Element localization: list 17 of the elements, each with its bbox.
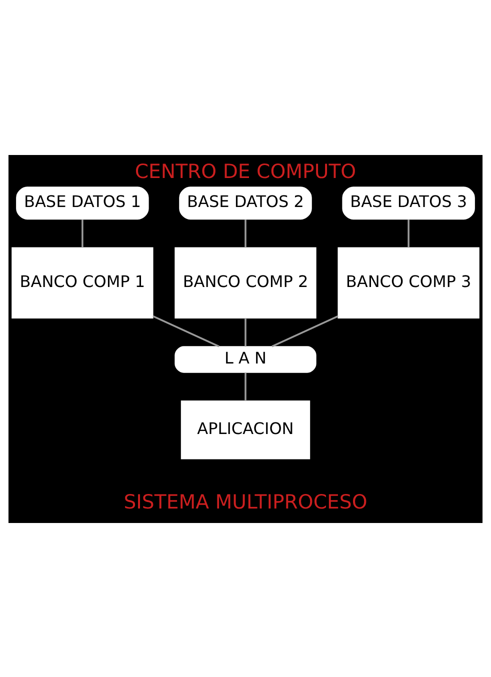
node-box: BASE DATOS 2 <box>179 186 312 220</box>
connector <box>244 372 246 400</box>
connector <box>408 218 410 248</box>
diagram-title: CENTRO DE COMPUTO <box>134 159 356 182</box>
node-box: BANCO COMP 2 <box>174 246 316 318</box>
connector <box>272 314 338 347</box>
connector <box>244 318 246 346</box>
node-box: BASE DATOS 1 <box>16 186 149 220</box>
node-box: APLICACION <box>180 400 310 459</box>
node-box: BANCO COMP 3 <box>338 246 480 318</box>
connector <box>152 314 220 347</box>
node-box: BANCO COMP 1 <box>12 246 154 318</box>
connector <box>82 218 84 248</box>
connector <box>244 218 246 248</box>
node-box: BASE DATOS 3 <box>342 186 475 220</box>
caption: SISTEMA MULTIPROCESO <box>124 490 368 513</box>
node-box: L A N <box>174 346 316 372</box>
